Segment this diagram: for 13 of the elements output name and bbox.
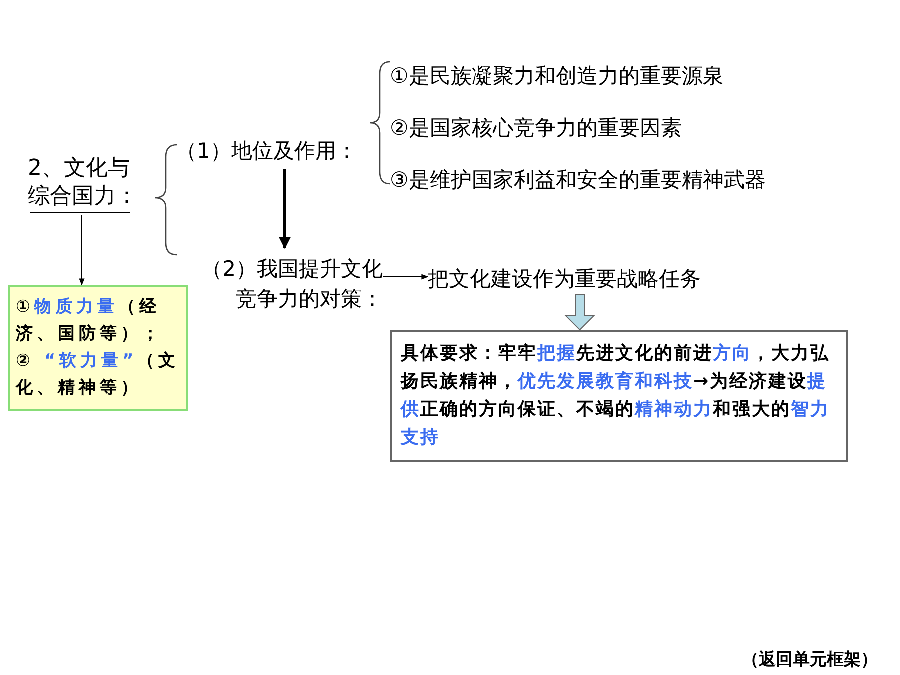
topic-text: 2、文化与综合国力： <box>28 155 139 211</box>
heading-text: （2）我国提升文化竞争力的对策： <box>200 256 383 313</box>
requirement-box: 具体要求：牢牢把握先进文化的前进方向，大力弘扬民族精神，优先发展教育和科技→为经济建设提供正确的方向保证、不竭的精神动力和强大的智力支持 <box>390 330 848 462</box>
block-arrow <box>564 294 596 331</box>
point-text: ②是国家核心竞争力的重要因素 <box>390 115 683 142</box>
heading-text: （1）地位及作用： <box>176 138 358 165</box>
point-text: ③是维护国家利益和安全的重要精神武器 <box>390 167 767 194</box>
arrow <box>79 214 85 286</box>
arrow <box>279 169 291 250</box>
arrow <box>382 274 429 280</box>
return-link-text: （返回单元框架） <box>742 649 878 671</box>
task-text: 把文化建设作为重要战略任务 <box>428 266 702 293</box>
point-text: ①是民族凝聚力和创造力的重要源泉 <box>390 63 725 90</box>
